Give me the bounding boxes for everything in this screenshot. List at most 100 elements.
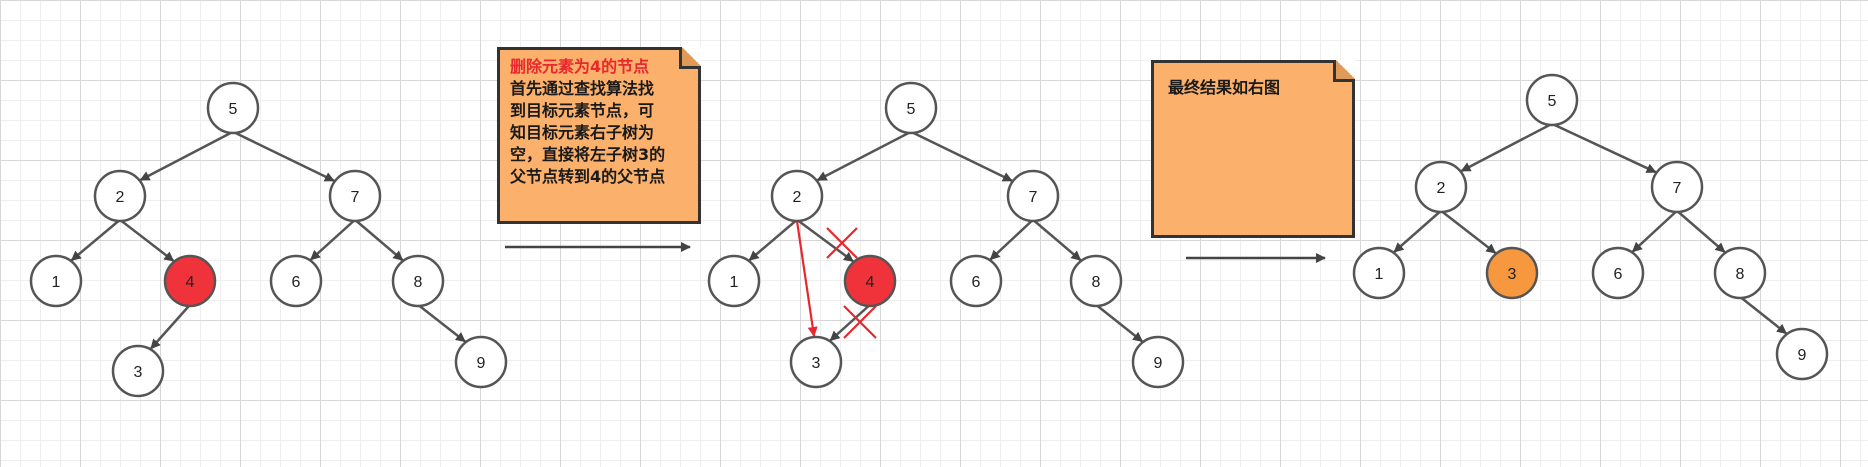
tree-edge [1032,218,1082,262]
tree-edge [1393,209,1442,253]
tree-edge [1095,303,1143,343]
tree-node: 4 [163,254,217,308]
tree-node: 8 [1069,254,1123,308]
tree-edge [354,218,404,262]
node-circle [328,169,382,223]
tree-node: 7 [328,169,382,223]
node-circle [1650,160,1704,214]
cut-mark [826,227,858,259]
tree-node: 5 [884,81,938,135]
tree-node: 7 [1650,160,1704,214]
node-circle [1713,246,1767,300]
cut-mark-stroke [826,227,858,259]
tree-edge [1739,295,1787,335]
tree-before: 5 2 7 1 4 6 8 3 9 [29,81,508,398]
node-label: 5 [229,101,238,118]
node-label: 1 [1375,266,1384,283]
note-fold-corner [679,47,701,69]
node-circle [111,344,165,398]
cut-mark [843,305,877,339]
node-label: 8 [1092,274,1101,291]
node-label: 8 [414,274,423,291]
node-label: 9 [477,355,486,372]
tree-node: 6 [269,254,323,308]
node-label: 9 [1798,347,1807,364]
tree-node: 9 [1131,335,1185,389]
tree-edge [119,218,175,262]
tree-edge [70,218,121,262]
note-line: 空，直接将左子树3的 [510,145,666,164]
node-circle [29,254,83,308]
tree-edge [748,218,798,262]
tree-node: 4 [843,254,897,308]
note-line: 首先通过查找算法找 [510,79,655,98]
tree-node: 2 [770,169,824,223]
node-label: 2 [793,189,802,206]
tree-edge [417,303,466,343]
node-label: 1 [730,274,739,291]
node-circle [1006,169,1060,223]
node-circle [1352,246,1406,300]
explanation-note: 删除元素为4的节点 首先通过查找算法找 到目标元素节点，可 知目标元素右子树为 … [497,47,701,224]
tree-node: 8 [391,254,445,308]
relink-arrow [795,220,818,337]
tree-node: 8 [1713,246,1767,300]
node-circle [269,254,323,308]
tree-edge [232,130,335,182]
node-label: 1 [52,274,61,291]
result-note: 最终结果如右图 [1151,60,1355,238]
tree-node: 1 [29,254,83,308]
node-label: 7 [1673,180,1682,197]
tree-process: 5 2 7 1 4 6 8 3 9 [707,81,1185,389]
node-label: 4 [186,274,195,291]
node-circle [163,254,217,308]
tree-node: 5 [206,81,260,135]
tree-node: 6 [1591,246,1645,300]
node-circle [789,335,843,389]
node-label: 6 [972,274,981,291]
node-label: 8 [1736,266,1745,283]
node-circle [843,254,897,308]
tree-edge [829,303,871,342]
node-label: 7 [1029,189,1038,206]
note-line: 到目标元素节点，可 [510,101,655,120]
node-circle [93,169,147,223]
node-label: 2 [1437,180,1446,197]
tree-node: 2 [1414,160,1468,214]
node-label: 6 [1614,266,1623,283]
tree-node: 1 [1352,246,1406,300]
tree-edge [1460,122,1553,173]
tree-edge [1551,122,1657,174]
node-circle [1414,160,1468,214]
tree-node: 6 [949,254,1003,308]
node-circle [1131,335,1185,389]
tree-edge [150,303,191,350]
note-text: 最终结果如右图 [1168,78,1281,97]
tree-edges [70,122,1787,350]
tree-edge [1631,209,1678,253]
node-label: 5 [1548,93,1557,110]
node-circle [1775,327,1829,381]
node-circle [707,254,761,308]
node-circle [1069,254,1123,308]
tree-edge [989,218,1034,261]
red-marks [795,220,877,339]
tree-node: 9 [1775,327,1829,381]
tree-edge [309,218,356,261]
tree-node: 7 [1006,169,1060,223]
node-label: 3 [134,364,143,381]
node-label: 2 [116,189,125,206]
node-circle [391,254,445,308]
note-title: 删除元素为4的节点 [510,57,650,76]
node-circle [949,254,1003,308]
tree-node: 3 [789,335,843,389]
node-label: 9 [1154,355,1163,372]
note-line: 知目标元素右子树为 [510,123,655,142]
node-label: 6 [292,274,301,291]
node-circle [454,335,508,389]
tree-node: 1 [707,254,761,308]
tree-edge [796,218,854,263]
flow-arrows [505,242,1326,263]
